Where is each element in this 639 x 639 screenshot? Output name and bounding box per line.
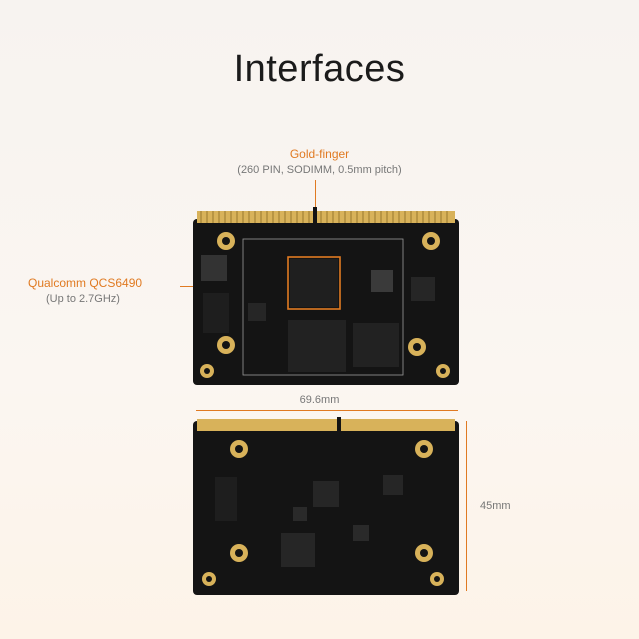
width-dimension-line — [196, 410, 458, 411]
width-dimension-label: 69.6mm — [299, 394, 340, 406]
soc-label: Qualcomm QCS6490 — [28, 276, 143, 290]
soc-detail: (Up to 2.7GHz) — [46, 293, 120, 305]
page-title: Interfaces — [233, 48, 406, 90]
gold-finger-detail: (260 PIN, SODIMM, 0.5mm pitch) — [237, 164, 402, 176]
gold-finger-label: Gold-finger — [289, 147, 350, 161]
gold-finger-leader-line — [315, 180, 316, 210]
height-dimension-label: 45mm — [480, 500, 511, 512]
board-bottom-view — [193, 417, 459, 595]
board-top-view — [193, 207, 459, 385]
height-dimension-line — [466, 421, 467, 591]
